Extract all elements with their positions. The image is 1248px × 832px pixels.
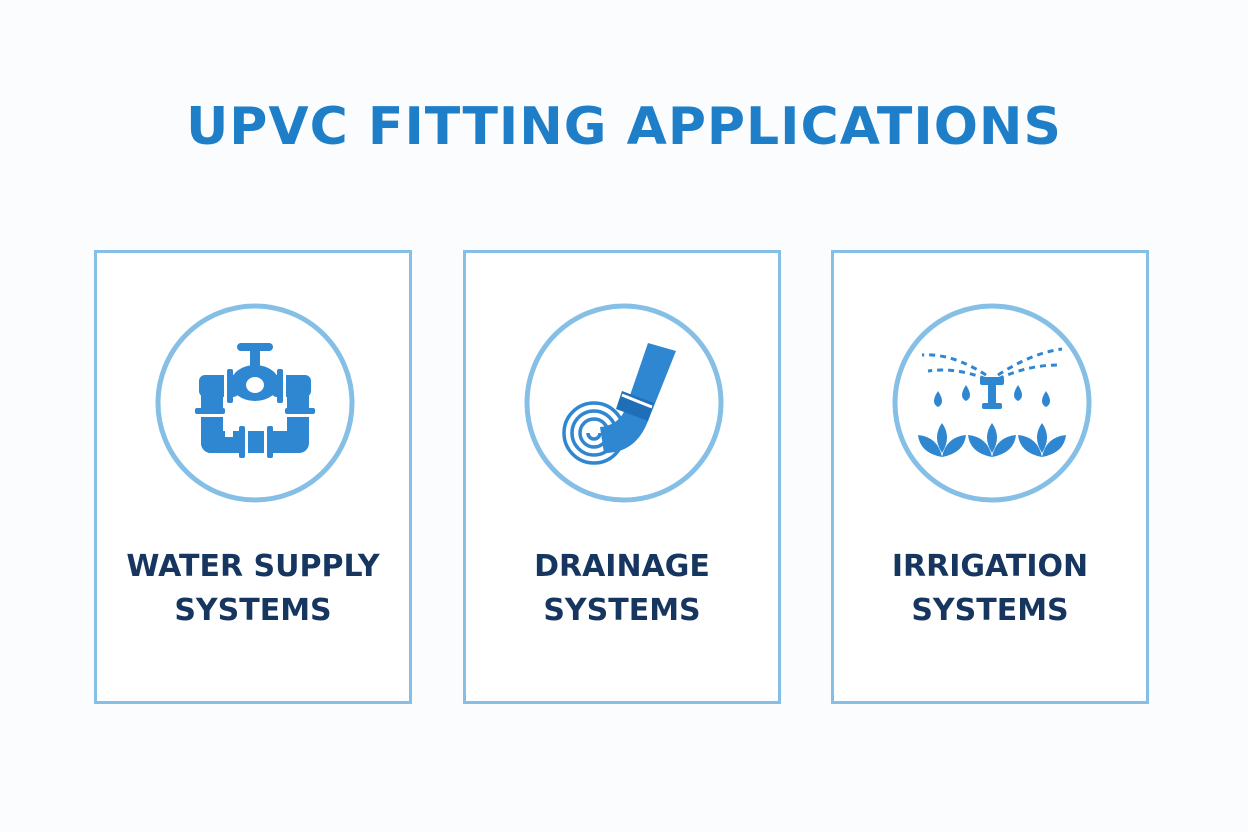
card-label-drainage: DRAINAGE SYSTEMS	[466, 545, 778, 633]
card-label-line1: WATER SUPPLY	[126, 549, 380, 584]
water-supply-pipe-faucet-icon	[155, 303, 355, 503]
card-water-supply: WATER SUPPLY SYSTEMS	[94, 250, 412, 704]
drainage-pipe-swirl-icon	[524, 303, 724, 503]
page-title: UPVC FITTING APPLICATIONS	[186, 97, 1062, 157]
irrigation-sprinkler-plants-icon	[892, 303, 1092, 503]
card-label-line2: SYSTEMS	[174, 593, 332, 628]
card-label-water-supply: WATER SUPPLY SYSTEMS	[97, 545, 409, 633]
card-drainage: DRAINAGE SYSTEMS	[463, 250, 781, 704]
card-label-line1: IRRIGATION	[891, 549, 1089, 584]
card-irrigation: IRRIGATION SYSTEMS	[831, 250, 1149, 704]
card-label-line1: DRAINAGE	[534, 549, 710, 584]
card-label-line2: SYSTEMS	[543, 593, 701, 628]
card-label-irrigation: IRRIGATION SYSTEMS	[834, 545, 1146, 633]
card-label-line2: SYSTEMS	[911, 593, 1069, 628]
